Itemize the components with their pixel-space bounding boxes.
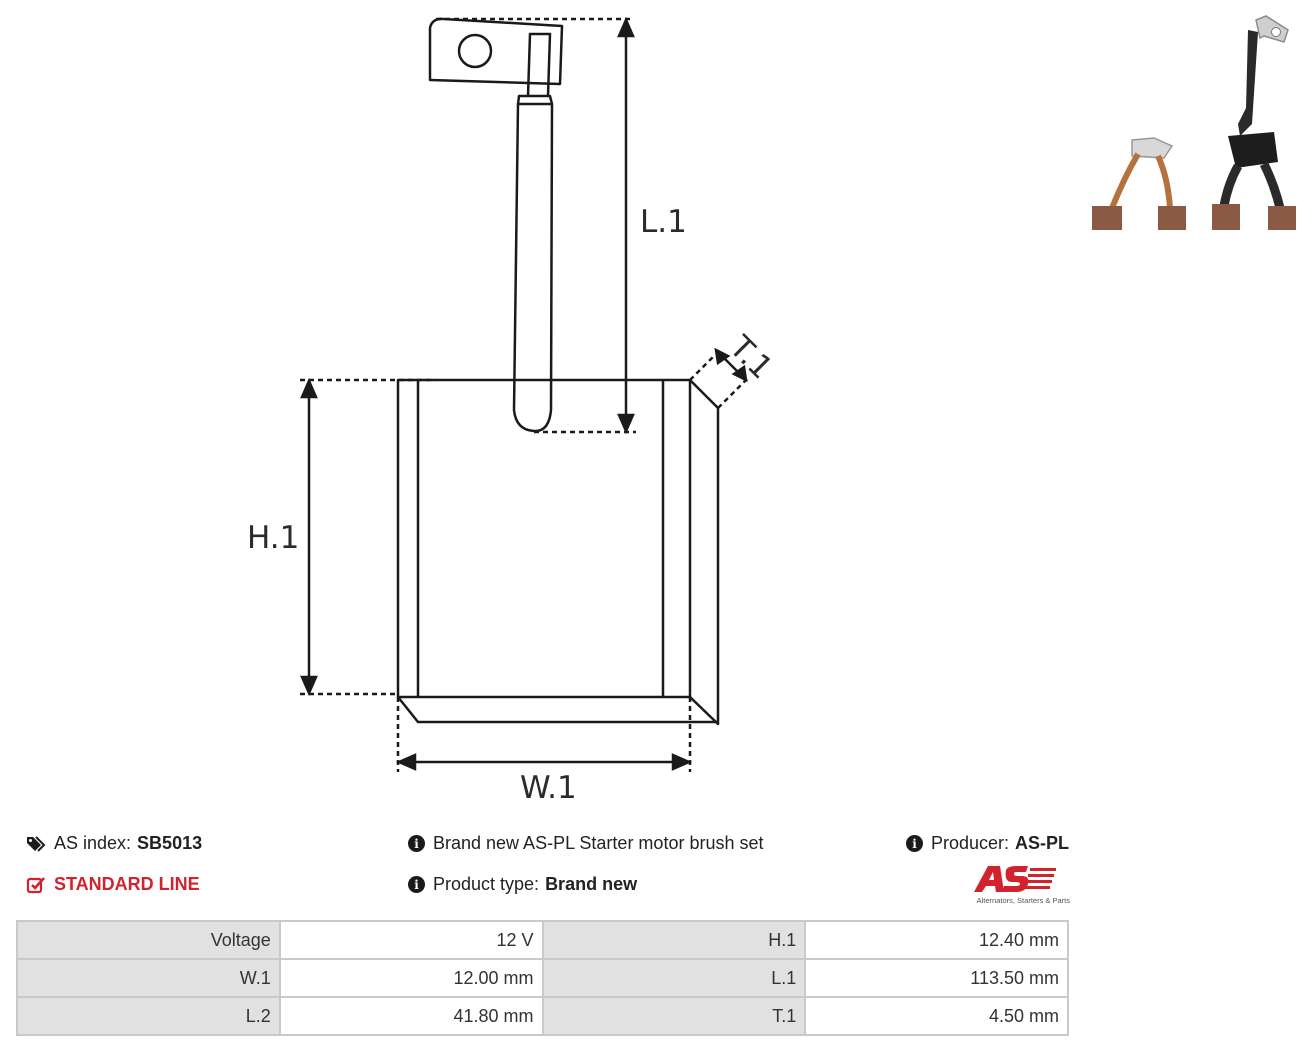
spec-value: 41.80 mm [278, 996, 544, 1036]
producer-label: Producer: [931, 833, 1010, 853]
spec-label: L.2 [16, 996, 281, 1036]
table-row: L.2 41.80 mm T.1 4.50 mm [16, 996, 1069, 1036]
info-circle-icon: i [408, 835, 425, 852]
table-row: W.1 12.00 mm L.1 113.50 mm [16, 958, 1069, 998]
brush-block-depth [689, 379, 720, 726]
as-index-label: AS index: [54, 833, 132, 853]
as-logo-mark: AS [964, 862, 1056, 892]
producer-row: i Producer: AS-PL [906, 833, 1069, 854]
as-index-value: SB5013 [137, 833, 203, 853]
product-description: Brand new AS-PL Starter motor brush set [433, 833, 764, 853]
as-index-row: AS index: SB5013 [26, 833, 202, 854]
product-type-row: i Product type: Brand new [408, 874, 637, 895]
l1-label: L.1 [640, 204, 687, 240]
terminal-hole [457, 33, 493, 69]
product-type-label: Product type: [433, 874, 540, 894]
spec-label: T.1 [541, 996, 807, 1036]
table-row: Voltage 12 V H.1 12.40 mm [16, 920, 1069, 960]
description-row: i Brand new AS-PL Starter motor brush se… [408, 833, 764, 854]
spec-label: Voltage [16, 920, 281, 960]
product-info: AS index: SB5013 STANDARD LINE i Brand n… [26, 830, 1070, 910]
w1-label: W.1 [520, 770, 577, 806]
t1-label: T.1 [722, 328, 780, 386]
line-row: STANDARD LINE [26, 874, 200, 895]
brush-block [396, 378, 692, 699]
spec-label: L.1 [541, 958, 807, 998]
spec-value: 12.00 mm [278, 958, 544, 998]
technical-drawing: L.1 H.1 W.1 T.1 [247, 16, 780, 806]
product-photo [1088, 8, 1310, 234]
h1-label: H.1 [247, 520, 299, 556]
specifications-table: Voltage 12 V H.1 12.40 mm W.1 12.00 mm L… [16, 920, 1069, 1036]
producer-value: AS-PL [1015, 833, 1070, 853]
logo-tagline: Alternators, Starters & Parts [976, 896, 1070, 905]
spec-label: W.1 [16, 958, 281, 998]
brush-dimension-drawing: L.1 H.1 W.1 T.1 [247, 16, 780, 806]
tags-icon [26, 834, 46, 854]
spec-value: 12 V [278, 920, 544, 960]
spec-value: 4.50 mm [804, 996, 1069, 1036]
svg-text:AS: AS [964, 862, 966, 863]
check-square-icon [26, 875, 46, 895]
standard-line-label: STANDARD LINE [54, 874, 200, 894]
info-circle-icon: i [906, 835, 923, 852]
as-logo: AS Alternators, Starters & Parts [964, 862, 1070, 908]
terminal-lug [428, 17, 564, 86]
spec-value: 113.50 mm [804, 958, 1069, 998]
terminal-tab [526, 32, 552, 97]
spec-label: H.1 [541, 920, 807, 960]
product-type-value: Brand new [545, 874, 638, 894]
info-circle-icon: i [408, 876, 425, 893]
spec-value: 12.40 mm [804, 920, 1069, 960]
